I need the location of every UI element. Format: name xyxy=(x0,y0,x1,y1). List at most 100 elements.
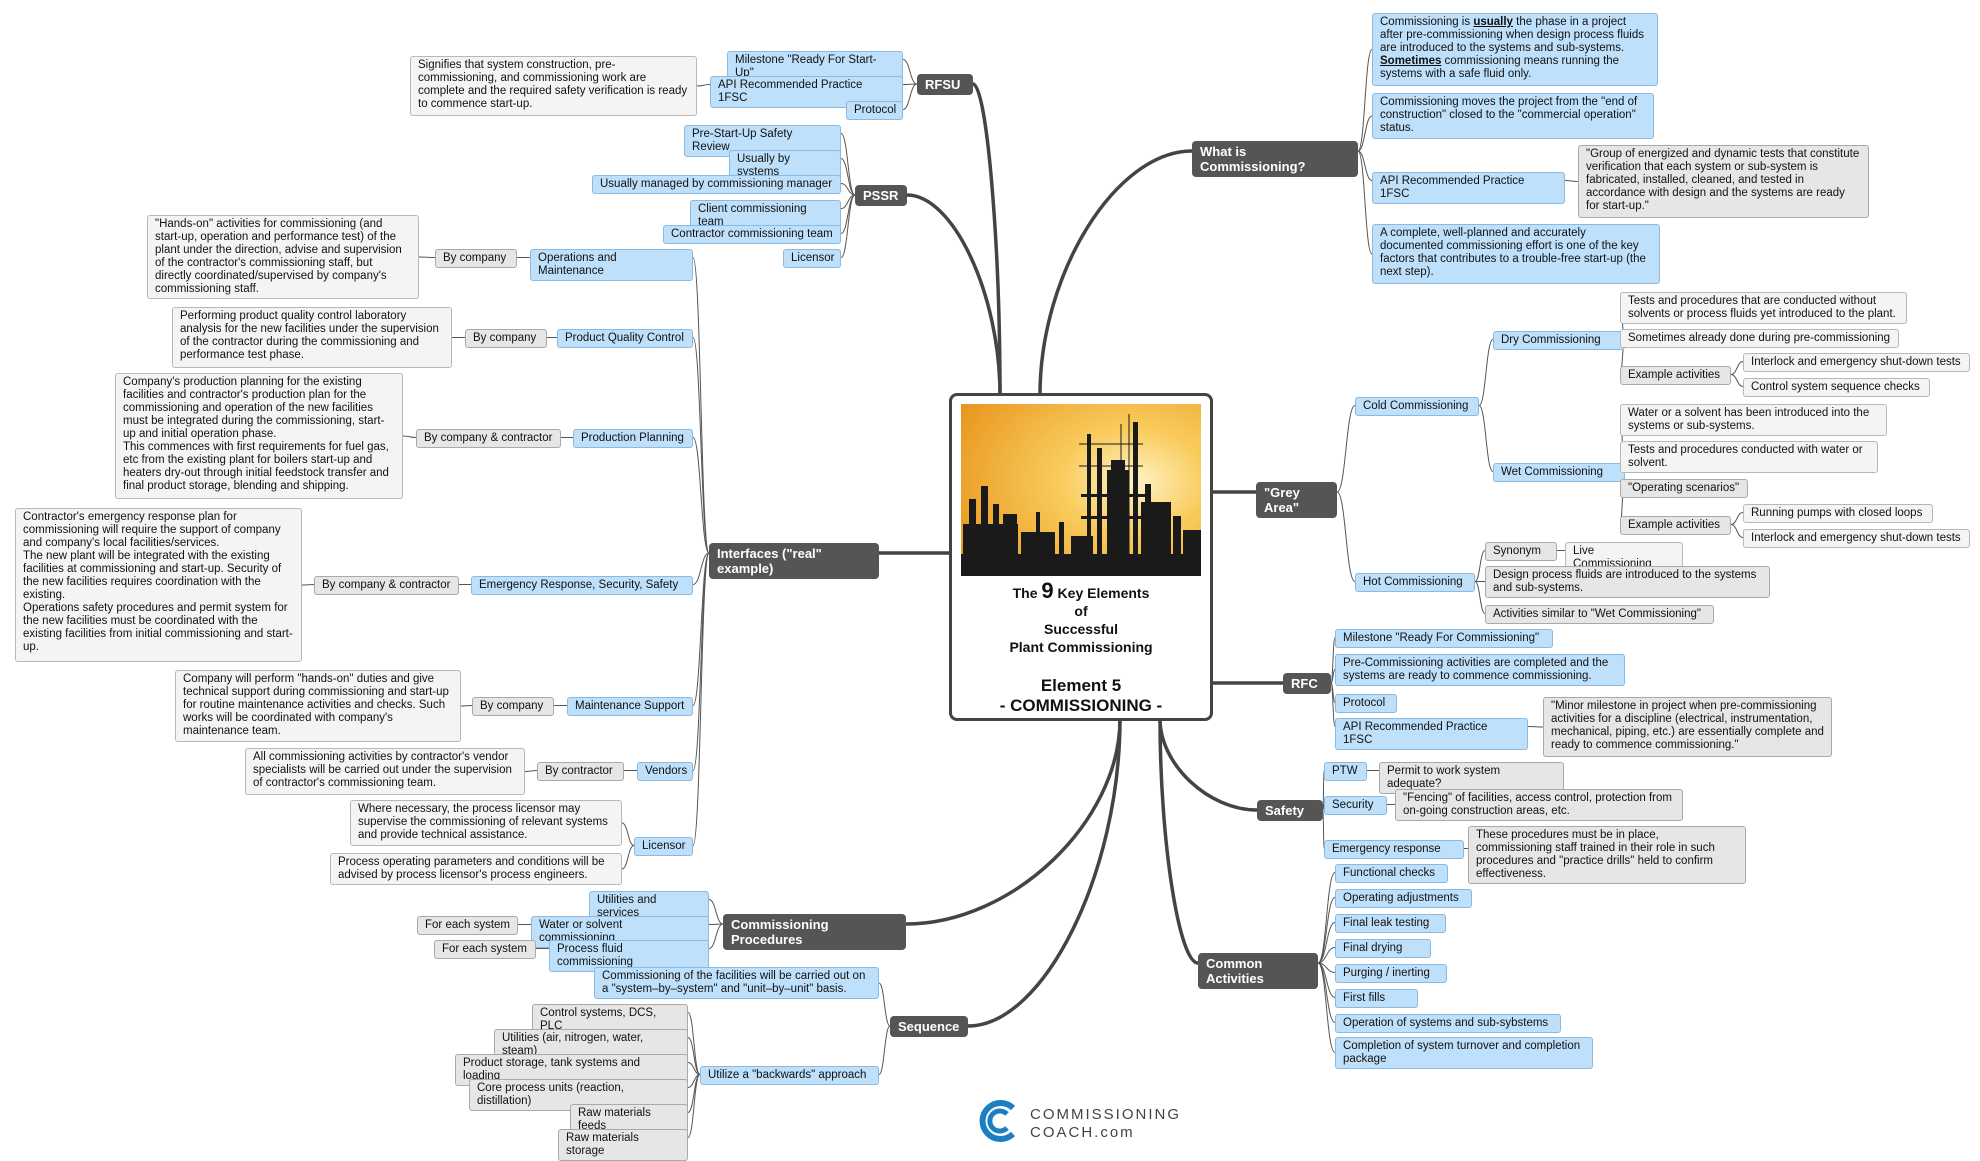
connector-hot xyxy=(1336,491,1356,582)
connector-dry-3-2 xyxy=(1730,374,1744,387)
node-int-om-by: By company xyxy=(435,249,517,268)
node-ca-8: Completion of system turnover and comple… xyxy=(1335,1037,1593,1069)
node-dry: Dry Commissioning xyxy=(1493,331,1625,350)
node-text-wic-1-d: Sometimes xyxy=(1380,55,1442,67)
connector-int-om xyxy=(692,257,710,554)
node-seq-2: Utilize a "backwards" approach xyxy=(700,1066,879,1085)
node-wic-1: Commissioning is usually the phase in a … xyxy=(1372,13,1658,86)
node-wet-4-1: Running pumps with closed loops xyxy=(1743,504,1933,523)
node-hot-syn: Synonym xyxy=(1485,542,1557,561)
connector-int-er-d xyxy=(301,584,315,586)
node-ca-1: Functional checks xyxy=(1335,864,1448,883)
connector-cp xyxy=(904,717,1122,926)
connector-int-l xyxy=(692,552,710,846)
node-text-wic-1-c: the phase in a project after pre-commiss… xyxy=(1380,16,1644,54)
connector-ca-8 xyxy=(1317,962,1336,1053)
node-sec-1: "Fencing" of facilities, access control,… xyxy=(1395,789,1683,821)
connector-rfsu-prot xyxy=(902,83,918,110)
connector-rfsu xyxy=(971,82,1002,397)
node-rfc-4: API Recommended Practice 1FSC xyxy=(1335,718,1528,750)
node-ca: Common Activities xyxy=(1198,953,1318,989)
node-int-v-by: By contractor xyxy=(537,762,624,781)
node-dry-2: Sometimes already done during pre-commis… xyxy=(1620,329,1899,348)
connector-wic-1 xyxy=(1357,49,1373,152)
node-hot: Hot Commissioning xyxy=(1355,573,1475,592)
node-int-pp-d: Company's production planning for the ex… xyxy=(115,373,403,499)
node-rfsu-api-def: Signifies that system construction, pre-… xyxy=(410,56,697,116)
connector-dry xyxy=(1478,339,1494,406)
central-element: Element 5 - COMMISSIONING - xyxy=(999,676,1163,715)
connector-seq-2-3 xyxy=(687,1062,701,1075)
node-pssr-3: Usually managed by commissioning manager xyxy=(592,175,841,194)
node-text-wic-1-e: commissioning means running the systems … xyxy=(1380,55,1620,80)
connector-ca-3 xyxy=(1317,922,1336,964)
logo-line2: COACH.com xyxy=(1030,1124,1135,1141)
node-safety: Safety xyxy=(1257,800,1323,821)
node-cp-3: Process fluid commissioning xyxy=(549,940,709,972)
node-int-er: Emergency Response, Security, Safety xyxy=(471,576,693,595)
connector-ca-1 xyxy=(1317,872,1336,964)
node-cp: Commissioning Procedures xyxy=(723,914,906,950)
connector-rfc-4-d xyxy=(1527,726,1544,728)
node-int-om-d: "Hands-on" activities for commissioning … xyxy=(147,215,419,299)
connector-int-l-2 xyxy=(621,845,635,870)
connector-ca-4 xyxy=(1317,947,1336,964)
node-ca-3: Final leak testing xyxy=(1335,914,1446,933)
connector-int-pp-d xyxy=(402,435,417,438)
node-seq-1: Commissioning of the facilities will be … xyxy=(594,967,879,999)
node-ca-4: Final drying xyxy=(1335,939,1431,958)
central-title: The 9 Key Elements of Successful Plant C… xyxy=(1009,578,1153,656)
node-rfsu: RFSU xyxy=(917,74,973,95)
connector-pssr-1 xyxy=(840,133,856,196)
node-dry-3-2: Control system sequence checks xyxy=(1743,378,1930,397)
node-wet-3: "Operating scenarios" xyxy=(1620,479,1748,498)
connector-int-er xyxy=(692,552,710,585)
connector-pssr-6 xyxy=(840,194,856,258)
node-rfc-3: Protocol xyxy=(1335,694,1397,713)
node-int-om: Operations and Maintenance xyxy=(530,249,693,281)
node-cp-2-f: For each system xyxy=(417,916,518,935)
connector-int-pp xyxy=(692,437,710,554)
logo-c-icon xyxy=(979,1100,1016,1142)
connector-seq-2-1 xyxy=(687,1012,701,1075)
node-wic-4: A complete, well-planned and accurately … xyxy=(1372,224,1660,284)
connector-pssr-3 xyxy=(840,183,856,196)
connector-int-pqc xyxy=(692,337,710,554)
node-wic-3: API Recommended Practice 1FSC xyxy=(1372,172,1565,204)
connector-rfsu-api-def xyxy=(696,84,711,87)
node-wic: What is Commissioning? xyxy=(1192,141,1358,177)
node-wet-2: Tests and procedures conducted with wate… xyxy=(1620,441,1878,473)
node-rfc: RFC xyxy=(1283,673,1331,694)
node-ca-6: First fills xyxy=(1335,989,1418,1008)
node-dry-3-1: Interlock and emergency shut-down tests xyxy=(1743,353,1970,372)
connector-int-v xyxy=(692,552,710,771)
node-int-v: Vendors xyxy=(637,762,693,781)
connector-pssr xyxy=(905,193,1002,397)
connector-seq-1 xyxy=(878,982,891,1027)
node-pssr: PSSR xyxy=(855,185,907,206)
node-cold: Cold Commissioning xyxy=(1355,397,1479,416)
node-int-v-d: All commissioning activities by contract… xyxy=(245,748,525,795)
node-int-pqc-by: By company xyxy=(465,329,547,348)
connector-ca xyxy=(1158,717,1200,965)
connector-dry-3-1 xyxy=(1730,361,1744,375)
connector-int-ms-d xyxy=(460,705,473,707)
plant-silhouette-image xyxy=(961,404,1201,576)
node-int-er-by: By company & contractor xyxy=(314,576,459,595)
connector-int-v-d xyxy=(524,770,538,772)
node-wet: Wet Commissioning xyxy=(1493,463,1625,482)
connector-wic-3-d xyxy=(1564,180,1579,182)
connector-wic-3 xyxy=(1357,150,1373,181)
connector-wic xyxy=(1038,149,1194,397)
connector-pssr-2 xyxy=(840,158,856,196)
node-int: Interfaces ("real" example) xyxy=(709,543,879,579)
connector-hot-3 xyxy=(1474,581,1486,614)
connector-cp-3 xyxy=(708,923,724,949)
node-hot-2: Design process fluids are introduced to … xyxy=(1485,566,1770,598)
connector-seq-2 xyxy=(878,1025,891,1075)
node-cp-3-f: For each system xyxy=(434,940,536,959)
connector-hot-syn xyxy=(1474,550,1486,582)
node-rfsu-prot: Protocol xyxy=(846,101,903,120)
node-ca-7: Operation of systems and sub-sybstems xyxy=(1335,1014,1561,1033)
